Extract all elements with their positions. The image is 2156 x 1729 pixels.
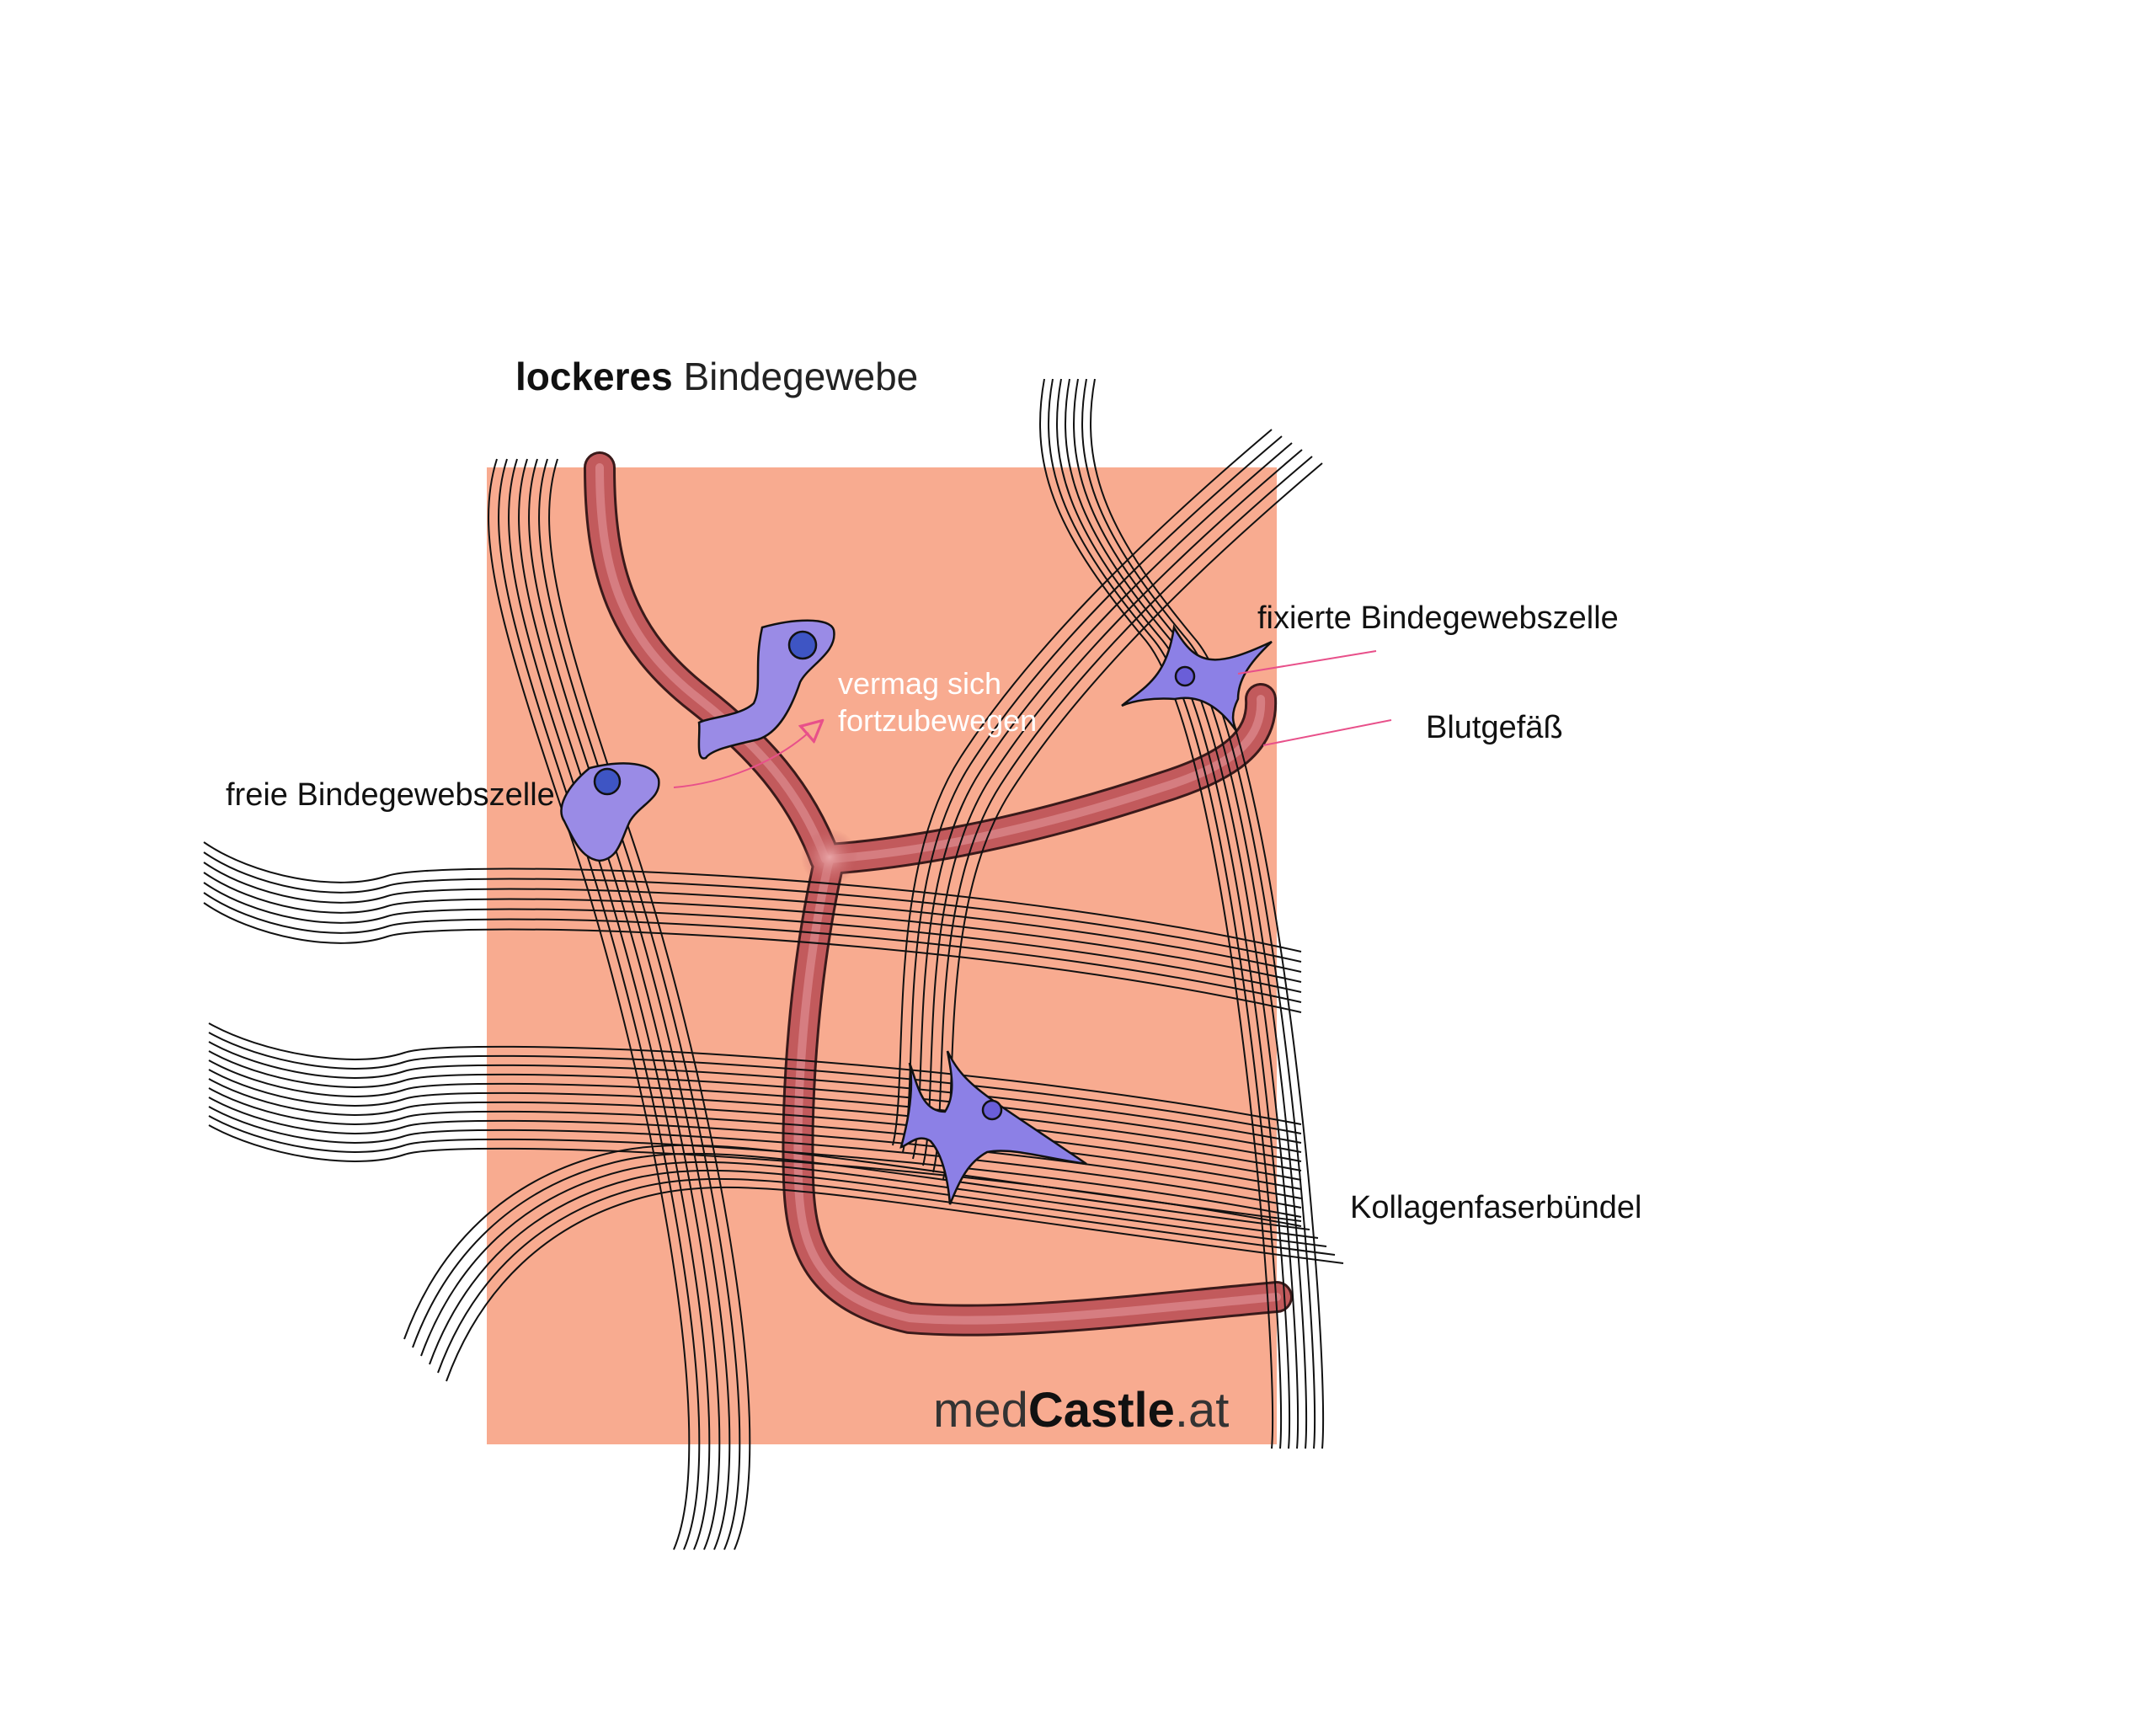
fiber-bundle-right-vertical-strand bbox=[1073, 378, 1308, 1449]
fiber-bundle-upper-horizontal-strand bbox=[203, 892, 1302, 1003]
fiber-bundle-right-vertical-strand bbox=[1048, 378, 1283, 1449]
leader-line-blood-vessel bbox=[1262, 719, 1392, 746]
fiber-bundle-right-vertical-strand bbox=[1039, 378, 1274, 1449]
brand-logo: medCastle.at bbox=[933, 1381, 1229, 1440]
fiber-bundle-left-vertical-strand bbox=[498, 458, 701, 1550]
fiber-bundle-lower-horizontal-strand bbox=[208, 1106, 1302, 1209]
nucleus-icon bbox=[981, 1099, 1003, 1121]
collagen-fiber-bundles bbox=[203, 378, 1344, 1550]
fiber-bundle-diagonal-strand bbox=[922, 449, 1303, 1166]
fiber-bundle-lower-horizontal-strand bbox=[208, 1059, 1302, 1162]
fiber-bundle-right-vertical-strand bbox=[1056, 378, 1291, 1449]
fiber-bundle-upper-horizontal-strand bbox=[203, 851, 1302, 963]
label-fixed-cell: fixierte Bindegewebszelle bbox=[1257, 600, 1619, 636]
brand-bold: Castle bbox=[1027, 1383, 1175, 1438]
fiber-bundle-upper-horizontal-strand bbox=[203, 862, 1302, 973]
fiber-bundle-lower-left-strand bbox=[403, 1144, 1302, 1340]
fiber-bundle-diagonal-strand bbox=[932, 456, 1313, 1173]
fiber-bundle-lower-horizontal-strand bbox=[208, 1022, 1302, 1125]
fixed-cell-upper bbox=[1121, 624, 1273, 732]
fiber-bundle-left-vertical-strand bbox=[488, 458, 691, 1550]
fiber-bundle-left-vertical-strand bbox=[518, 458, 721, 1550]
fiber-bundle-lower-horizontal-strand bbox=[208, 1041, 1302, 1144]
fiber-bundle-upper-horizontal-strand bbox=[203, 841, 1302, 953]
fiber-bundle-left-vertical-strand bbox=[548, 458, 751, 1550]
fiber-bundle-lower-left-strand bbox=[429, 1169, 1327, 1365]
brand-pre: med bbox=[933, 1383, 1028, 1438]
fiber-bundle-diagonal-strand bbox=[892, 429, 1273, 1146]
fiber-bundle-left-vertical-strand bbox=[508, 458, 711, 1550]
title-light: Bindegewebe bbox=[672, 355, 919, 398]
nucleus-icon bbox=[1174, 665, 1196, 687]
fiber-bundle-lower-left-strand bbox=[412, 1152, 1310, 1348]
label-blood-vessel: Blutgefäß bbox=[1426, 710, 1563, 745]
title-bold: lockeres bbox=[515, 355, 673, 398]
label-can-move: vermag sich fortzubewegen bbox=[838, 665, 1037, 739]
fiber-bundle-right-vertical-strand bbox=[1081, 378, 1316, 1449]
brand-post: .at bbox=[1174, 1383, 1230, 1438]
leader-line-fixed-cell bbox=[1237, 650, 1377, 675]
fixed-cell-lower bbox=[899, 1050, 1087, 1205]
nucleus-icon bbox=[787, 630, 818, 660]
label-can-move-line2: fortzubewegen bbox=[838, 702, 1038, 738]
leader-lines bbox=[673, 650, 1392, 788]
fiber-bundle-lower-left-strand bbox=[437, 1177, 1336, 1374]
fiber-bundle-lower-horizontal-strand bbox=[208, 1097, 1302, 1199]
fiber-bundle-diagonal-strand bbox=[902, 435, 1283, 1153]
fiber-bundle-lower-horizontal-strand bbox=[208, 1032, 1302, 1134]
fiber-bundle-right-vertical-strand bbox=[1090, 378, 1325, 1449]
fiber-bundle-lower-horizontal-strand bbox=[208, 1115, 1302, 1218]
label-collagen-bundle: Kollagenfaserbündel bbox=[1350, 1190, 1642, 1225]
free-cell-lower bbox=[560, 762, 660, 862]
label-can-move-line1: vermag sich bbox=[838, 666, 1002, 701]
fiber-bundle-lower-horizontal-strand bbox=[208, 1050, 1302, 1153]
diagram-title: lockeres Bindegewebe bbox=[515, 354, 918, 400]
fiber-bundle-lower-left-strand bbox=[446, 1186, 1344, 1382]
fiber-bundle-upper-horizontal-strand bbox=[203, 882, 1302, 993]
free-cell-upper bbox=[697, 619, 835, 760]
label-free-cell: freie Bindegewebszelle bbox=[226, 777, 555, 813]
blood-vessel bbox=[600, 467, 1277, 1321]
fiber-bundle-upper-horizontal-strand bbox=[203, 872, 1302, 983]
nucleus-icon bbox=[593, 767, 622, 796]
fiber-bundle-left-vertical-strand bbox=[528, 458, 731, 1550]
fiber-bundle-left-vertical-strand bbox=[538, 458, 741, 1550]
fiber-bundle-lower-left-strand bbox=[420, 1161, 1319, 1357]
fiber-bundle-diagonal-strand bbox=[912, 442, 1293, 1160]
fiber-bundle-right-vertical-strand bbox=[1065, 378, 1299, 1449]
movement-arrow bbox=[673, 733, 808, 788]
fiber-bundle-upper-horizontal-strand bbox=[203, 902, 1302, 1013]
